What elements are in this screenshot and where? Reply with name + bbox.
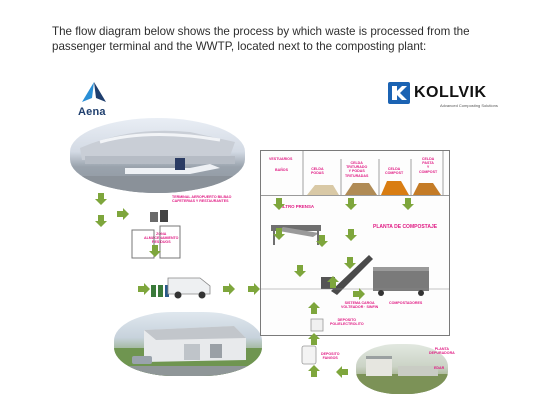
container-stack-icon [150, 210, 168, 222]
aena-logo [82, 82, 106, 102]
wwtp-photo [356, 344, 448, 394]
label-banos: BAÑOS [275, 168, 288, 172]
arrow-right-icon [248, 283, 260, 295]
hopper-icon [131, 225, 181, 259]
kollvik-wordmark: KOLLVIK [414, 84, 487, 101]
label-vestuarios: VESTUARIOS [269, 157, 293, 161]
label-planta-depuradora: PLANTA DEPURADORA [429, 347, 455, 356]
label-celda-compost: CELDA COMPOST [385, 167, 404, 176]
kollvik-logo: KOLLVIK Advanced Composting Solutions [388, 82, 516, 112]
aena-tail-icon [82, 82, 94, 102]
label-zona-almacenamiento: ZONA ALMACENAMIENTO RESIDUOS [144, 232, 179, 245]
aena-wordmark: Aena [78, 106, 106, 118]
arrow-up-icon [308, 365, 320, 377]
label-edar: EDAR [434, 366, 445, 370]
label-compostadores: COMPOSTADORES [389, 301, 423, 305]
arrow-left-icon [336, 366, 348, 378]
label-deposito-fangos: DEPOSITO FANGOS [321, 352, 340, 361]
composting-plant-diagram: VESTUARIOS BAÑOS CELDA PODAS CELDA TRITU… [260, 150, 450, 336]
kollvik-tagline: Advanced Composting Solutions [440, 103, 498, 108]
intro-paragraph: The flow diagram below shows the process… [52, 25, 470, 53]
kollvik-mark-icon [388, 82, 410, 104]
arrow-right-icon [223, 283, 235, 295]
arrow-right-icon [117, 208, 129, 220]
label-sistema-carga: SISTEMA CARGA VOLTEADOR · SINFIN [341, 301, 379, 310]
label-terminal: TERMINAL AEROPUERTO BILBAO CAFETERIAS Y … [172, 195, 232, 204]
label-celda-triturado: CELDA TRITURADO Y PODAS TRITURADAS [345, 161, 369, 178]
label-celda-pasta-compost: CELDA PASTA Y COMPOST [419, 157, 438, 174]
arrow-down-icon [95, 193, 107, 205]
polyelectrolyte-tank-icon [310, 318, 324, 332]
waste-storage-building-photo [114, 312, 262, 376]
label-planta-compostaje: PLANTA DE COMPOSTAJE [373, 224, 438, 230]
terminal-photo [70, 118, 245, 193]
arrow-down-icon [95, 215, 107, 227]
label-celda-poda: CELDA PODAS [311, 167, 324, 176]
waste-bins-icon [151, 285, 169, 297]
label-filtro-prensa: FILTRO PRENSA [279, 204, 315, 209]
storage-cells-row [261, 151, 449, 196]
label-deposito-polielectrolito: DEPOSITO POLIELECTROLITO [330, 318, 364, 327]
arrow-right-icon [138, 283, 150, 295]
delivery-van-icon [167, 277, 211, 299]
sludge-tank-icon [301, 345, 317, 365]
